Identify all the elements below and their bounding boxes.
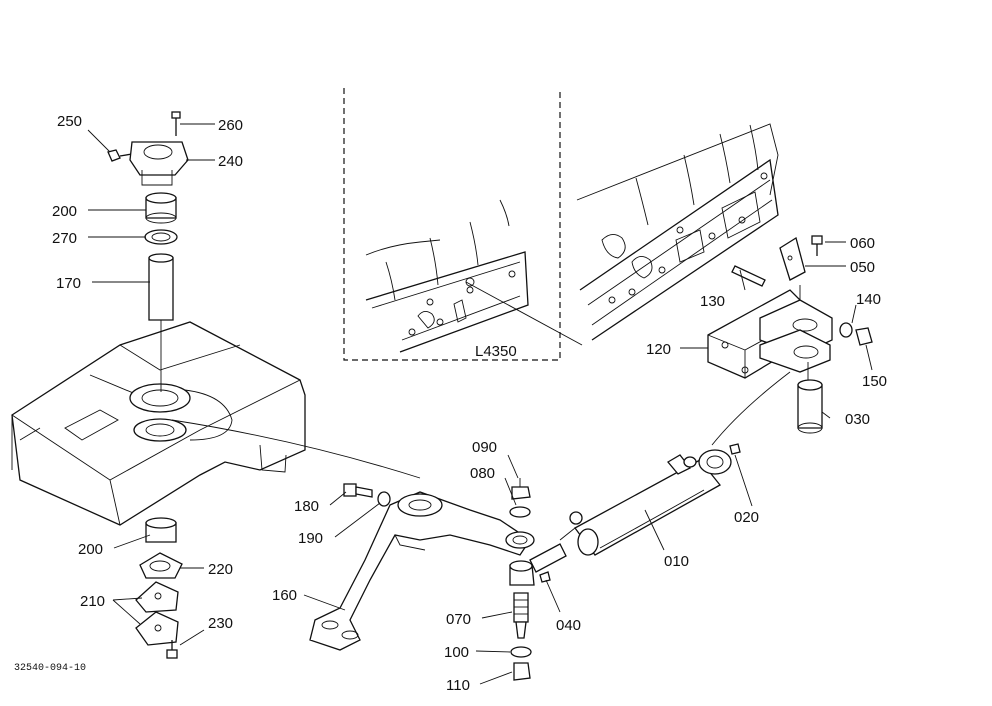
callout-080: 080 xyxy=(470,465,495,482)
engine-block xyxy=(576,123,779,341)
grease-nipple-250 xyxy=(107,149,133,162)
nut-110 xyxy=(513,662,531,681)
pin-170 xyxy=(148,253,174,321)
bolt-060 xyxy=(811,235,823,256)
callout-200-top: 200 xyxy=(52,203,77,220)
bolt-230 xyxy=(166,640,178,659)
cylinder-010 xyxy=(529,449,732,573)
variant-inset xyxy=(343,88,561,361)
housing-240 xyxy=(129,141,189,186)
stud-130 xyxy=(731,265,766,287)
grease-fitting-040 xyxy=(539,571,551,583)
callout-050: 050 xyxy=(850,259,875,276)
bushing-200-top xyxy=(145,192,177,224)
plate-220 xyxy=(139,552,183,579)
bracket-120 xyxy=(707,289,833,379)
shims-210 xyxy=(135,581,179,646)
callout-010: 010 xyxy=(664,553,689,570)
callout-250: 250 xyxy=(57,113,82,130)
washer-100 xyxy=(510,646,532,658)
callout-040: 040 xyxy=(556,617,581,634)
callout-180: 180 xyxy=(294,498,319,515)
callout-230: 230 xyxy=(208,615,233,632)
callout-130: 130 xyxy=(700,293,725,310)
callout-220: 220 xyxy=(208,561,233,578)
callout-240: 240 xyxy=(218,153,243,170)
callout-160: 160 xyxy=(272,587,297,604)
variant-label: L4350 xyxy=(475,343,517,360)
callout-210: 210 xyxy=(80,593,105,610)
bolt-180 xyxy=(343,483,373,498)
callout-020: 020 xyxy=(734,509,759,526)
ball-joint-070 xyxy=(509,560,535,639)
pin-030 xyxy=(797,379,823,434)
washer-080 xyxy=(509,506,531,518)
callout-270: 270 xyxy=(52,230,77,247)
callout-030: 030 xyxy=(845,411,870,428)
callout-090: 090 xyxy=(472,439,497,456)
drawing-code: 32540-094-10 xyxy=(14,663,86,674)
plate-050 xyxy=(779,236,806,281)
washer-140 xyxy=(839,322,853,338)
nut-090 xyxy=(511,478,531,500)
ring-270 xyxy=(144,229,178,245)
callout-060: 060 xyxy=(850,235,875,252)
knuckle-arm-160 xyxy=(309,491,535,651)
callout-110: 110 xyxy=(446,677,470,694)
callout-120: 120 xyxy=(646,341,671,358)
front-axle-casting xyxy=(11,321,306,526)
bushing-200-bottom xyxy=(145,517,177,543)
callout-070: 070 xyxy=(446,611,471,628)
callout-150: 150 xyxy=(862,373,887,390)
bolt-260 xyxy=(171,111,181,136)
nut-150 xyxy=(855,327,873,346)
washer-190 xyxy=(377,491,391,507)
callout-100: 100 xyxy=(444,644,469,661)
callout-140: 140 xyxy=(856,291,881,308)
callout-leaders xyxy=(87,123,873,685)
callout-170: 170 xyxy=(56,275,81,292)
grease-fitting-020 xyxy=(729,443,741,455)
callout-190: 190 xyxy=(298,530,323,547)
callout-260: 260 xyxy=(218,117,243,134)
callout-200-bottom: 200 xyxy=(78,541,103,558)
